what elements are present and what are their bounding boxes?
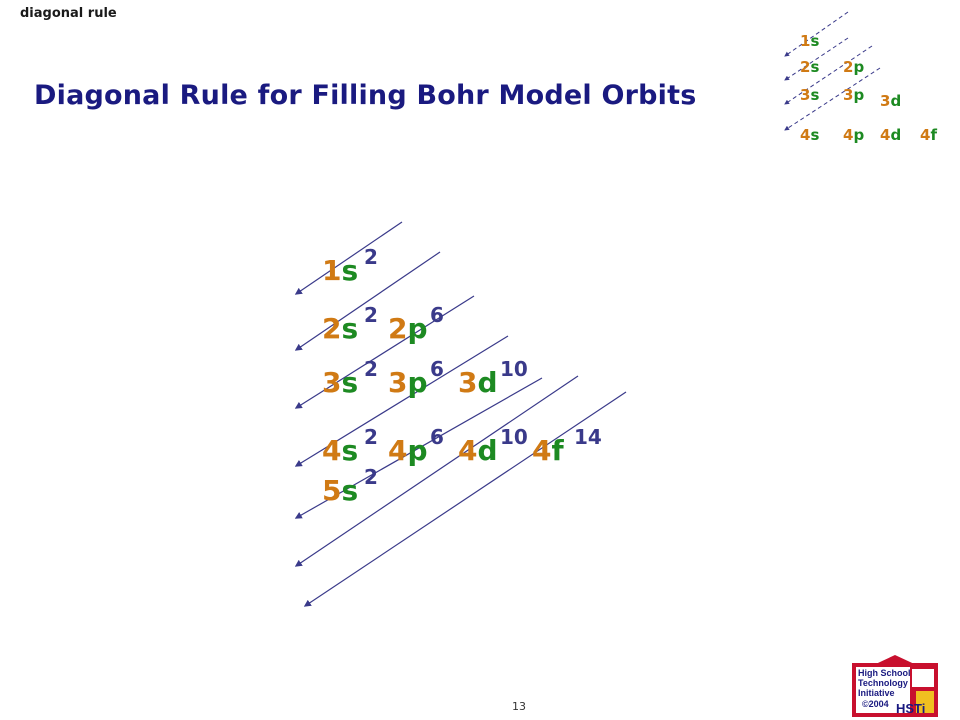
electron-capacity-2s: 2 <box>364 303 378 327</box>
orbital-1s: 1s <box>322 254 358 287</box>
diagonal-arrow <box>294 375 579 567</box>
orbital-letter: p <box>407 434 427 467</box>
orbital-5s: 5s <box>322 474 358 507</box>
orbital-number: 3 <box>322 366 341 399</box>
electron-capacity-5s: 2 <box>364 465 378 489</box>
mini-diagonal-arrow <box>784 11 849 57</box>
orbital-4d: 4d <box>458 434 498 467</box>
mini-orbital-1s: 1s <box>800 32 819 50</box>
orbital-4p: 4p <box>388 434 428 467</box>
mini-orbital-number: 4 <box>880 126 890 144</box>
mini-orbital-number: 1 <box>800 32 810 50</box>
orbital-letter: d <box>477 366 497 399</box>
orbital-number: 2 <box>388 312 407 345</box>
mini-orbital-letter: s <box>810 86 819 104</box>
mini-orbital-number: 3 <box>800 86 810 104</box>
diagonal-arrow <box>294 377 543 519</box>
orbital-number: 4 <box>458 434 477 467</box>
electron-capacity-3s: 2 <box>364 357 378 381</box>
electron-capacity-4p: 6 <box>430 425 444 449</box>
electron-capacity-4s: 2 <box>364 425 378 449</box>
orbital-letter: s <box>341 312 358 345</box>
page-number: 13 <box>512 700 526 713</box>
mini-orbital-number: 4 <box>843 126 853 144</box>
logo-text-line: Technology <box>858 678 908 688</box>
diagonal-arrow <box>294 251 441 351</box>
orbital-3s: 3s <box>322 366 358 399</box>
mini-orbital-letter: p <box>853 86 864 104</box>
orbital-4f: 4f <box>532 434 564 467</box>
orbital-number: 4 <box>532 434 551 467</box>
mini-orbital-letter: d <box>890 126 901 144</box>
orbital-number: 3 <box>388 366 407 399</box>
mini-orbital-4p: 4p <box>843 126 864 144</box>
diagonal-arrow <box>294 295 475 409</box>
orbital-number: 4 <box>388 434 407 467</box>
orbital-letter: s <box>341 434 358 467</box>
orbital-2s: 2s <box>322 312 358 345</box>
orbital-2p: 2p <box>388 312 428 345</box>
mini-orbital-3s: 3s <box>800 86 819 104</box>
mini-orbital-4d: 4d <box>880 126 901 144</box>
mini-orbital-4s: 4s <box>800 126 819 144</box>
orbital-3p: 3p <box>388 366 428 399</box>
orbital-letter: d <box>477 434 497 467</box>
orbital-number: 5 <box>322 474 341 507</box>
mini-orbital-letter: s <box>810 58 819 76</box>
diagonal-arrow <box>294 335 509 467</box>
orbital-letter: s <box>341 474 358 507</box>
mini-orbital-letter: f <box>930 126 937 144</box>
mini-orbital-letter: p <box>853 126 864 144</box>
electron-capacity-2p: 6 <box>430 303 444 327</box>
diagonal-arrow <box>294 221 403 295</box>
electron-capacity-1s: 2 <box>364 245 378 269</box>
orbital-number: 3 <box>458 366 477 399</box>
main-diagonal-arrows <box>294 221 627 607</box>
mini-orbital-4f: 4f <box>920 126 937 144</box>
mini-diagonal-arrows <box>784 11 881 131</box>
mini-orbital-letter: s <box>810 126 819 144</box>
mini-orbital-number: 3 <box>880 92 890 110</box>
hsti-logo: High School Technology Initiative ©2004 … <box>852 655 938 717</box>
logo-letters: HSTi <box>896 701 925 716</box>
mini-orbital-number: 4 <box>920 126 930 144</box>
mini-diagonal-arrow <box>784 37 849 81</box>
orbital-letter: f <box>551 434 564 467</box>
mini-orbital-letter: p <box>853 58 864 76</box>
electron-capacity-4f: 14 <box>574 425 602 449</box>
logo-text-line: Initiative <box>858 688 895 698</box>
mini-orbital-letter: d <box>890 92 901 110</box>
orbital-4s: 4s <box>322 434 358 467</box>
orbital-letter: p <box>407 366 427 399</box>
mini-orbital-number: 3 <box>843 86 853 104</box>
mini-orbital-3p: 3p <box>843 86 864 104</box>
mini-orbital-3d: 3d <box>880 92 901 110</box>
mini-orbital-number: 2 <box>843 58 853 76</box>
mini-orbital-2p: 2p <box>843 58 864 76</box>
mini-orbital-letter: s <box>810 32 819 50</box>
logo-text-line: ©2004 <box>862 699 889 709</box>
orbital-letter: s <box>341 254 358 287</box>
mini-orbital-2s: 2s <box>800 58 819 76</box>
diagonal-arrow <box>303 391 627 607</box>
mini-diagonal-arrow <box>784 67 881 131</box>
orbital-letter: s <box>341 366 358 399</box>
electron-capacity-4d: 10 <box>500 425 528 449</box>
slide-label: diagonal rule <box>20 6 117 21</box>
orbital-letter: p <box>407 312 427 345</box>
orbital-number: 2 <box>322 312 341 345</box>
mini-orbital-number: 2 <box>800 58 810 76</box>
page-title: Diagonal Rule for Filling Bohr Model Orb… <box>34 80 697 111</box>
mini-diagonal-arrow <box>784 45 873 105</box>
orbital-number: 4 <box>322 434 341 467</box>
mini-orbital-number: 4 <box>800 126 810 144</box>
electron-capacity-3p: 6 <box>430 357 444 381</box>
orbital-3d: 3d <box>458 366 498 399</box>
orbital-number: 1 <box>322 254 341 287</box>
electron-capacity-3d: 10 <box>500 357 528 381</box>
logo-text-line: High School <box>858 668 911 678</box>
